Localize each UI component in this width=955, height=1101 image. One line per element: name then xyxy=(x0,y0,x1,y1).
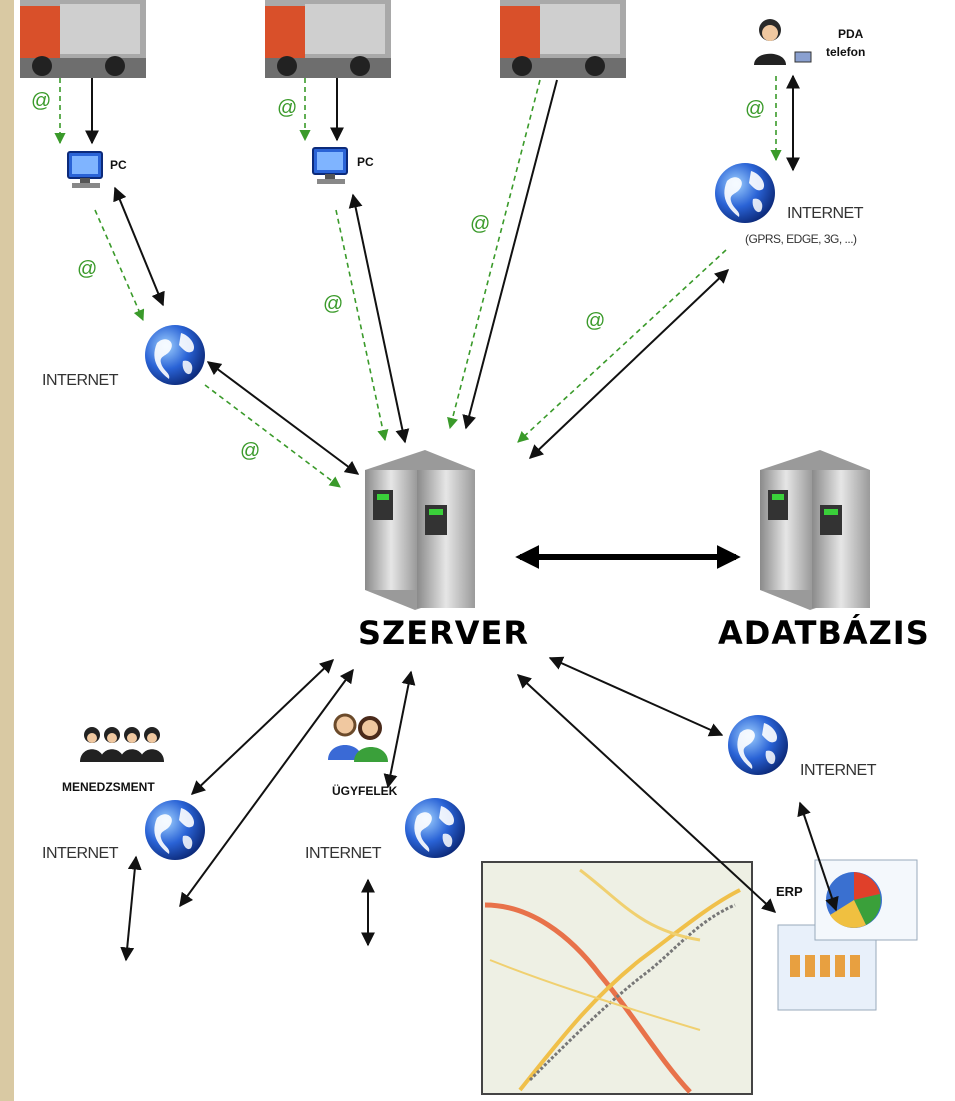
server-icon xyxy=(365,450,475,610)
at-symbol-1: @ xyxy=(31,90,52,112)
customers-label: ÜGYFELEK xyxy=(332,784,398,798)
pc-icon-1 xyxy=(67,151,103,189)
arrow-truck3-server xyxy=(462,79,558,430)
globe-icon-topright xyxy=(715,163,775,223)
dashed-arrow-internet-server-right xyxy=(517,249,727,443)
internet-label-bottom-left: INTERNET xyxy=(42,845,119,862)
arrow-internet-server-right xyxy=(528,269,730,459)
at-symbol-2: @ xyxy=(277,97,298,119)
arrow-internet-server xyxy=(206,361,360,475)
map-image xyxy=(481,861,753,1095)
arrow-pc2-server xyxy=(348,193,410,444)
at-symbol-6: @ xyxy=(323,293,344,315)
database-label: ADATBÁZIS xyxy=(718,614,930,652)
internet-label-left: INTERNET xyxy=(42,372,119,389)
truck-image-2 xyxy=(265,0,391,78)
at-symbol-4: @ xyxy=(470,213,491,235)
at-symbol-3: @ xyxy=(745,98,766,120)
internet-sub-label-topright: (GPRS, EDGE, 3G, ...) xyxy=(745,232,857,246)
dashed-arrow-truck3-server xyxy=(447,79,541,430)
internet-label-bottom-mid: INTERNET xyxy=(305,845,382,862)
internet-label-bottom-right: INTERNET xyxy=(800,762,877,779)
internet-label-topright: INTERNET xyxy=(787,205,864,222)
pc-icon-2 xyxy=(312,147,348,185)
server-label: SZERVER xyxy=(358,614,530,652)
at-symbol-8: @ xyxy=(240,440,261,462)
database-icon xyxy=(760,450,870,610)
at-symbol-7: @ xyxy=(585,310,606,332)
dashed-arrow-internet-server xyxy=(204,384,341,488)
truck-image-3 xyxy=(500,0,626,78)
arrow-internet-erp xyxy=(797,801,839,912)
arrow-internet-management xyxy=(120,855,142,962)
arrow-server-internet-br xyxy=(548,656,724,737)
arrow-pc1-internet xyxy=(113,186,165,307)
dashed-arrow-pc2-server xyxy=(335,209,389,442)
pda-label: PDA xyxy=(838,27,864,41)
pc-label-2: PC xyxy=(357,155,374,169)
globe-icon-bottom-mid xyxy=(405,798,465,858)
globe-icon-bottom-right xyxy=(728,715,788,775)
at-symbol-5: @ xyxy=(77,258,98,280)
management-label: MENEDZSMENT xyxy=(62,780,155,794)
management-people-icon xyxy=(80,727,164,762)
dashed-arrow-pc1-internet xyxy=(94,209,145,322)
arrow-server-internet-bm xyxy=(383,670,416,789)
pda-user-icon xyxy=(754,19,812,65)
erp-chart-icon xyxy=(777,859,918,1011)
pc-label-1: PC xyxy=(110,158,127,172)
arrow-server-erp xyxy=(516,674,777,913)
globe-icon-left xyxy=(145,325,205,385)
erp-label: ERP xyxy=(776,884,803,899)
customers-icon xyxy=(328,713,388,762)
truck-image-1 xyxy=(20,0,146,78)
globe-icon-bottom-left xyxy=(145,800,205,860)
telefon-label: telefon xyxy=(826,45,866,59)
arrow-server-management xyxy=(179,668,354,908)
